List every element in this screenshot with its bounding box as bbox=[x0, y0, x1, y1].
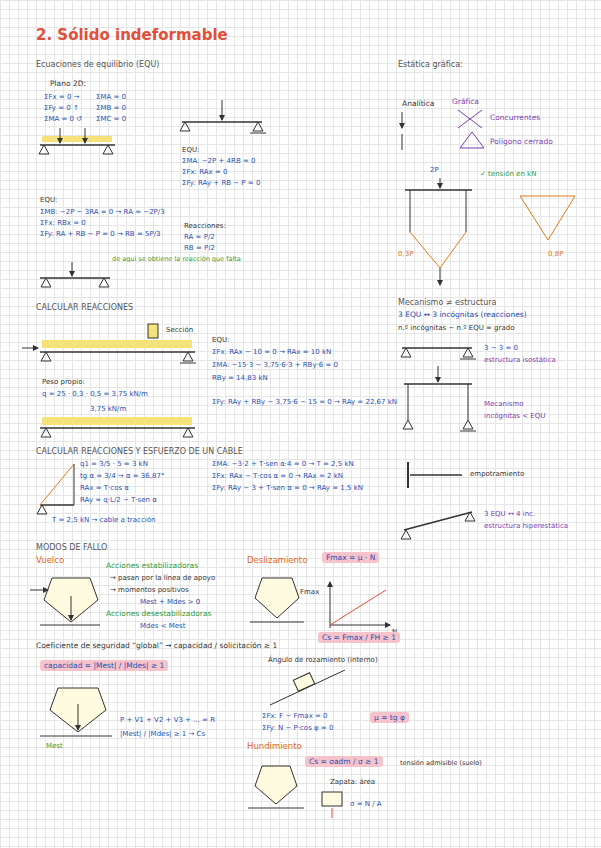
note-text: P + V1 + V2 + V3 + ... = R bbox=[120, 716, 215, 724]
note-text: incógnitas < EQU bbox=[484, 412, 545, 420]
note-text: Mest bbox=[46, 742, 63, 750]
note-text: 3 − 3 = 0 bbox=[484, 344, 518, 352]
note-text: ΣFy: N − P·cos φ = 0 bbox=[262, 724, 333, 732]
note-text: estructura isostática bbox=[484, 356, 556, 364]
note-text: q1 = 3/5 · 5 = 3 kN bbox=[80, 460, 148, 468]
note-text: Fmax bbox=[300, 588, 319, 596]
note-text: Zapata: área bbox=[330, 778, 375, 786]
note-text: ✓ tensión en kN bbox=[480, 170, 536, 178]
note-text: ΣFy: RAy + RB − P = 0 bbox=[182, 179, 260, 187]
note-text: → pasan por la línea de apoyo bbox=[110, 574, 215, 582]
highlight-box: Fmax = μ · N bbox=[322, 552, 379, 563]
note-text: de aquí se obtiene la reacción que falta bbox=[112, 256, 241, 263]
note-text: ΣMA = 0 ↺ bbox=[44, 115, 82, 123]
formula-text: Cs = σadm / σ ≥ 1 bbox=[309, 757, 379, 766]
note-text: 0,8P bbox=[548, 250, 563, 258]
note-text: empotramiento bbox=[470, 470, 524, 478]
note-text: ΣFx: F − Fmax = 0 bbox=[262, 712, 328, 720]
note-text: Acciones estabilizadoras bbox=[106, 562, 198, 571]
note-text: 3 EQU ↔ 4 inc. bbox=[484, 510, 535, 518]
note-text: Mecanismo bbox=[484, 400, 524, 408]
note-text: ΣFx: RAx = 0 bbox=[182, 168, 227, 176]
page-title: 2. Sólido indeformable bbox=[36, 26, 228, 44]
highlight-box: μ = tg φ bbox=[370, 712, 409, 723]
note-text: EQU: bbox=[182, 146, 199, 154]
note-text: RB = P/2 bbox=[184, 244, 215, 252]
note-text: CALCULAR REACCIONES bbox=[36, 303, 133, 312]
note-text: 3,75 kN/m bbox=[90, 405, 126, 413]
note-text: σ = N / A bbox=[350, 800, 382, 808]
note-text: Coeficiente de seguridad “global” → capa… bbox=[36, 642, 277, 651]
note-text: MODOS DE FALLO bbox=[36, 543, 107, 552]
note-text: ΣFy: RAy − 3 + T·sen α = 0 → RAy = 1,5 k… bbox=[212, 484, 363, 492]
note-text: ΣMA: −3·2 + T·sen α·4 = 0 → T = 2,5 kN bbox=[212, 460, 354, 468]
note-text: Sección bbox=[166, 326, 193, 334]
note-text: Mecanismo ≠ estructura bbox=[398, 298, 496, 307]
note-text: CALCULAR REACCIONES Y ESFUERZO DE UN CAB… bbox=[36, 447, 243, 456]
note-text: RA = P/2 bbox=[184, 233, 215, 241]
note-text: ΣFx = 0 → bbox=[44, 93, 79, 101]
note-text: Reacciones: bbox=[184, 222, 226, 230]
note-text: T = 2,5 kN → cable a tracción bbox=[52, 516, 155, 524]
note-text: EQU: bbox=[212, 336, 229, 344]
note-text: ΣMA = 0 bbox=[96, 93, 126, 101]
note-text: Peso propio: bbox=[42, 378, 85, 386]
note-text: tg α = 3/4 → α = 36,87° bbox=[80, 472, 164, 480]
note-text: ΣMC = 0 bbox=[96, 115, 126, 123]
note-text: Estática gráfica: bbox=[398, 60, 463, 69]
note-text: Gráfica bbox=[452, 98, 479, 107]
note-text: Mdes < Mest bbox=[140, 622, 186, 630]
note-text: EQU: bbox=[40, 196, 57, 204]
note-text: → momentos positivos bbox=[110, 586, 189, 594]
note-text: Plano 2D: bbox=[50, 80, 86, 89]
note-text: RAx = T·cos α bbox=[80, 484, 129, 492]
highlight-box: capacidad = |Mest| / |Mdes| ≥ 1 bbox=[40, 660, 168, 671]
note-text: 3 EQU ↔ 3 incógnitas (reacciones) bbox=[398, 311, 527, 320]
note-text: Hundimiento bbox=[247, 742, 302, 752]
note-text: Ecuaciones de equilibrio (EQU) bbox=[36, 60, 159, 69]
formula-text: Cs = Fmax / FH ≥ 1 bbox=[322, 633, 396, 642]
note-text: q = 25 · 0,3 · 0,5 = 3,75 kN/m bbox=[42, 390, 148, 398]
highlight-box: Cs = Fmax / FH ≥ 1 bbox=[318, 632, 400, 643]
note-text: Ángulo de rozamiento (interno) bbox=[268, 656, 378, 664]
note-text: 2P bbox=[430, 166, 439, 174]
note-text: Deslizamiento bbox=[247, 556, 307, 566]
highlight-box: Cs = σadm / σ ≥ 1 bbox=[305, 756, 383, 767]
note-text: Acciones desestabilizadoras bbox=[106, 610, 211, 619]
note-text: ΣFx: RBx = 0 bbox=[40, 219, 86, 227]
note-text: RAy = q·L/2 − T·sen α bbox=[80, 496, 157, 504]
note-text: ΣMB = 0 bbox=[96, 104, 126, 112]
note-text: |Mest| / |Mdes| ≥ 1 → Cs bbox=[120, 730, 205, 738]
note-text: ΣMB: −2P − 3RA = 0 → RA = −2P/3 bbox=[40, 208, 165, 216]
formula-text: Fmax = μ · N bbox=[326, 553, 375, 562]
note-text: tensión admisible (suelo) bbox=[400, 760, 482, 767]
note-text: ΣMA: −15·3 − 3,75·6·3 + RBy·6 = 0 bbox=[212, 361, 338, 369]
note-text: Analítica bbox=[402, 100, 434, 109]
note-text: Polígono cerrado bbox=[490, 138, 553, 147]
note-text: ΣMA: −2P + 4RB = 0 bbox=[182, 157, 255, 165]
formula-text: capacidad = |Mest| / |Mdes| ≥ 1 bbox=[44, 661, 164, 670]
note-text: n.º incógnitas − n.º EQU = grado bbox=[398, 324, 514, 332]
note-text: 0,3P bbox=[398, 250, 413, 258]
note-text: Vuelco bbox=[36, 556, 64, 566]
note-text: ΣFx: RAx − 10 = 0 → RAx = 10 kN bbox=[212, 348, 331, 356]
note-text: RBy = 14,83 kN bbox=[212, 374, 268, 382]
note-text: Concurrentes bbox=[490, 114, 540, 123]
note-text: ΣFy = 0 ↑ bbox=[44, 104, 79, 112]
note-text: Mest + Mdes > 0 bbox=[140, 598, 200, 606]
note-text: ΣFy: RA + RB − P = 0 → RB = 5P/3 bbox=[40, 230, 160, 238]
note-text: estructura hiperestática bbox=[484, 522, 568, 530]
note-text: ΣFx: RAx − T·cos α = 0 → RAx = 2 kN bbox=[212, 472, 343, 480]
formula-text: μ = tg φ bbox=[374, 713, 405, 722]
note-text: ΣFy: RAy + RBy − 3,75·6 − 15 = 0 → RAy =… bbox=[212, 398, 397, 406]
